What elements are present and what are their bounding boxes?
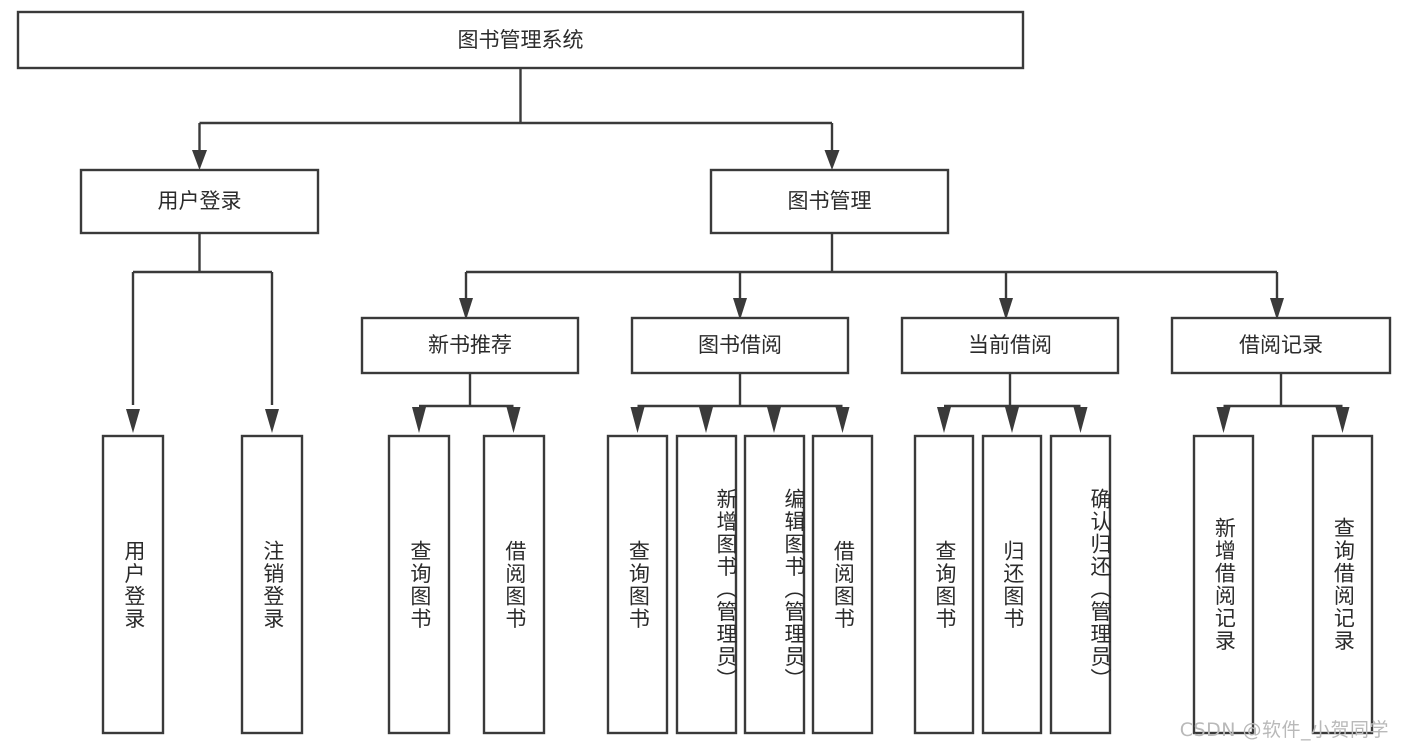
arrow-leaf-query-book-3 <box>937 407 951 433</box>
node-leaf-query-record-box[interactable] <box>1311 434 1374 735</box>
node-leaf-borrow-book-1-box[interactable] <box>482 434 546 735</box>
node-leaf-query-book-2-box[interactable] <box>606 434 669 735</box>
node-user-login-box[interactable] <box>79 168 320 235</box>
arrow-to-book-management <box>824 150 840 170</box>
arrow-leaf-edit-book <box>767 407 781 433</box>
node-book-management-box[interactable] <box>709 168 950 235</box>
node-leaf-add-book-box[interactable] <box>675 434 738 735</box>
node-current-borrow-box[interactable] <box>900 316 1120 375</box>
connectors-layer <box>126 68 1350 433</box>
node-leaf-borrow-book-2-box[interactable] <box>811 434 874 735</box>
arrow-leaf-logout <box>265 409 279 433</box>
arrow-leaf-borrow-book-2 <box>835 407 850 433</box>
node-book-management[interactable]: 图书管理 <box>709 168 950 235</box>
arrow-leaf-borrow-book-1 <box>506 407 521 433</box>
node-leaf-confirm-return-box[interactable] <box>1049 434 1112 735</box>
arrow-leaf-add-record <box>1216 407 1231 433</box>
node-leaf-query-book-3-box[interactable] <box>913 434 975 735</box>
node-new-book-recommend-box[interactable] <box>360 316 580 375</box>
arrow-leaf-query-book-1 <box>412 407 426 433</box>
node-current-borrow-label: 当前借阅 <box>968 333 1052 357</box>
arrow-to-borrow-record <box>1270 298 1284 320</box>
arrow-to-user-login <box>192 150 207 170</box>
node-book-borrow[interactable]: 图书借阅 <box>630 316 850 375</box>
node-book-borrow-box[interactable] <box>630 316 850 375</box>
node-leaf-return-book-box[interactable] <box>981 434 1043 735</box>
node-user-login[interactable]: 用户登录 <box>79 168 320 235</box>
arrow-leaf-query-record <box>1335 407 1350 433</box>
arrow-leaf-confirm-return <box>1073 407 1088 433</box>
node-leaf-add-record-box[interactable] <box>1192 434 1255 735</box>
node-user-login-label: 用户登录 <box>158 189 242 213</box>
arrow-leaf-return-book <box>1005 407 1019 433</box>
nodes-layer: 图书管理系统 用户登录 图书管理 新书推荐 图书借阅 当前 <box>16 10 1392 735</box>
node-borrow-record[interactable]: 借阅记录 <box>1170 316 1392 375</box>
node-root-box[interactable] <box>16 10 1025 70</box>
node-book-borrow-label: 图书借阅 <box>698 333 782 357</box>
csdn-watermark: CSDN @软件_小贺同学 <box>1179 719 1389 741</box>
arrow-to-new-book-recommend <box>459 298 473 320</box>
node-leaf-query-book-1-box[interactable] <box>387 434 451 735</box>
arrow-leaf-query-book-2 <box>630 407 645 433</box>
node-leaf-logout-box[interactable] <box>240 434 304 735</box>
node-book-management-label: 图书管理 <box>788 189 872 213</box>
arrow-leaf-user-login <box>126 409 140 433</box>
node-leaf-edit-book-box[interactable] <box>743 434 806 735</box>
node-root[interactable]: 图书管理系统 <box>16 10 1025 70</box>
node-current-borrow[interactable]: 当前借阅 <box>900 316 1120 375</box>
node-root-label: 图书管理系统 <box>458 28 584 52</box>
node-new-book-recommend[interactable]: 新书推荐 <box>360 316 580 375</box>
node-new-book-recommend-label: 新书推荐 <box>428 333 512 357</box>
arrow-to-book-borrow <box>733 298 747 320</box>
node-borrow-record-label: 借阅记录 <box>1239 333 1323 357</box>
node-borrow-record-box[interactable] <box>1170 316 1392 375</box>
arrow-leaf-add-book <box>699 407 713 433</box>
node-leaf-user-login-box[interactable] <box>101 434 165 735</box>
arrow-to-current-borrow <box>999 298 1013 320</box>
